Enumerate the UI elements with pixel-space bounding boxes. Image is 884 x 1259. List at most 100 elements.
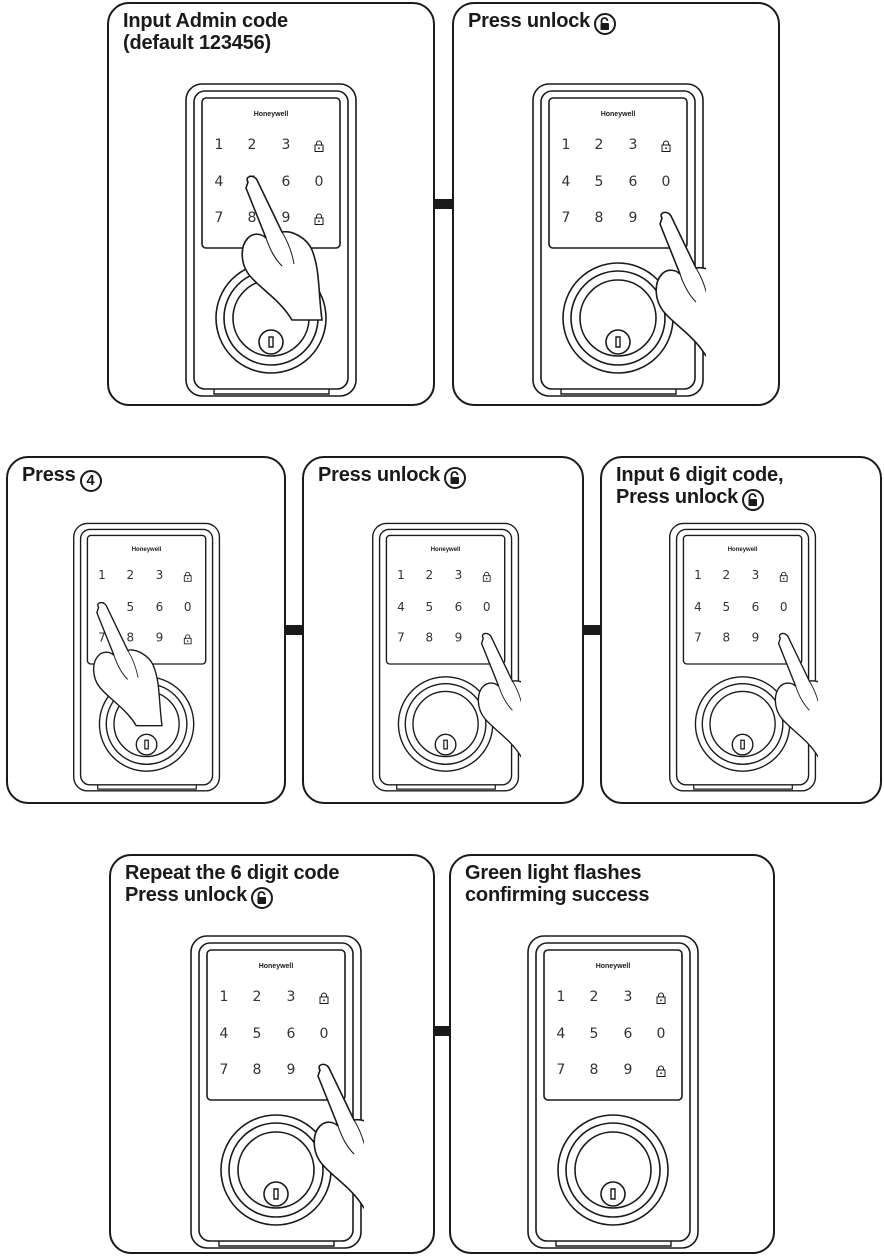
step-title: Green light flashes confirming success [465, 862, 649, 906]
keypad-digit-2: 2 [595, 137, 604, 153]
keypad-digit-3: 3 [282, 137, 291, 153]
step-title-line: Input 6 digit code, [616, 464, 784, 486]
keypad-screen [385, 534, 506, 665]
step-panel-7: Green light flashes confirming success H… [449, 854, 775, 1254]
step-title-line: Press unlock [125, 884, 248, 906]
lock-key-icon [319, 992, 329, 1004]
keypad-digit-7: 7 [694, 631, 702, 645]
keypad-screen [206, 949, 346, 1101]
keypad-digit-5: 5 [595, 174, 604, 190]
pressing-hand-illustration [655, 211, 706, 357]
step-title-line: confirming success [465, 884, 650, 906]
keypad-digit-8: 8 [126, 631, 134, 645]
keypad-digit-9: 9 [287, 1062, 296, 1078]
keypad-digit-3: 3 [156, 568, 164, 582]
keypad-digit-6: 6 [287, 1026, 296, 1042]
lock-key-icon [482, 571, 491, 582]
keypad-digit-6: 6 [624, 1026, 633, 1042]
key-4-icon: 4 [79, 470, 102, 492]
step-title: Repeat the 6 digit code Press unlock [125, 862, 340, 909]
keypad-digit-8: 8 [425, 631, 433, 645]
deadbolt-middle-ring [565, 1122, 661, 1218]
step-title-line: Press unlock [616, 486, 739, 508]
lock-key-icon [183, 634, 192, 645]
keypad-digit-1: 1 [397, 568, 405, 582]
keyhole-icon [135, 733, 158, 756]
unlock-icon [251, 887, 274, 909]
lock-base [396, 784, 496, 790]
keypad-digit-6: 6 [282, 174, 291, 190]
keypad-digit-1: 1 [562, 137, 571, 153]
lock-base [97, 784, 197, 790]
keypad-digit-7: 7 [397, 631, 405, 645]
lock-base [218, 1241, 335, 1247]
lock-key-icon [661, 140, 671, 152]
lock-base [213, 389, 330, 395]
step-panel-5: Input 6 digit code, Press unlock Honeywe… [600, 456, 882, 804]
keypad-digit-4: 4 [694, 600, 702, 614]
keypad-digit-4: 4 [397, 600, 405, 614]
deadbolt-middle-ring [228, 1122, 324, 1218]
keypad-digit-9: 9 [629, 210, 638, 226]
step-title-line: Press unlock [318, 464, 441, 486]
lock-key-icon [656, 992, 666, 1004]
keypad-digit-5: 5 [722, 600, 730, 614]
keypad-digit-2: 2 [253, 989, 262, 1005]
lock-key-icon [314, 140, 324, 152]
lock-base [693, 784, 793, 790]
keypad-digit-8: 8 [253, 1062, 262, 1078]
step-panel-1: Input Admin code (default 123456) Honeyw… [107, 2, 435, 406]
keypad-digit-7: 7 [215, 210, 224, 226]
lock-housing-inner [535, 942, 691, 1242]
keypad-digit-7: 7 [220, 1062, 229, 1078]
keypad-digit-5: 5 [425, 600, 433, 614]
keypad-digit-4: 4 [220, 1026, 229, 1042]
step-title: Input Admin code (default 123456) [123, 10, 288, 54]
keypad-digit-3: 3 [624, 989, 633, 1005]
step-title-line: Green light flashes [465, 862, 642, 884]
keypad-digit-1: 1 [557, 989, 566, 1005]
pressing-hand-illustration [313, 1063, 364, 1209]
keypad-digit-0: 0 [184, 600, 192, 614]
step-panel-6: Repeat the 6 digit code Press unlock Hon… [109, 854, 435, 1254]
lock-housing-inner [540, 90, 696, 390]
keypad-digit-6: 6 [629, 174, 638, 190]
keypad-digit-0: 0 [315, 174, 324, 190]
deadbolt-inner-ring [709, 690, 776, 758]
brand-logo: Honeywell [601, 111, 636, 118]
keypad-digit-3: 3 [287, 989, 296, 1005]
unlock-icon [444, 467, 467, 489]
keypad-digit-4: 4 [562, 174, 571, 190]
keypad-screen [543, 949, 683, 1101]
keypad-digit-3: 3 [629, 137, 638, 153]
step-title: Press unlock [318, 464, 467, 489]
brand-logo: Honeywell [728, 547, 758, 553]
step-title-line: Press unlock [468, 10, 591, 32]
lock-key-icon [183, 571, 192, 582]
keypad-digit-0: 0 [320, 1026, 329, 1042]
keypad-digit-8: 8 [248, 210, 257, 226]
lock-key-icon [314, 213, 324, 225]
pressing-hand-illustration [477, 632, 521, 758]
lock-housing-outer [372, 522, 520, 792]
brand-logo: Honeywell [254, 111, 289, 118]
keypad-digit-7: 7 [98, 631, 106, 645]
unlock-icon [742, 489, 765, 511]
keypad-digit-9: 9 [282, 210, 291, 226]
keypad-digit-0: 0 [483, 600, 491, 614]
keypad-digit-9: 9 [455, 631, 463, 645]
keypad-digit-1: 1 [220, 989, 229, 1005]
keypad-digit-8: 8 [590, 1062, 599, 1078]
keypad-digit-4: 4 [215, 174, 224, 190]
lock-housing-outer [527, 935, 699, 1249]
deadbolt-inner-ring [237, 1131, 315, 1209]
lock-housing-outer [532, 83, 704, 397]
keypad-digit-1: 1 [694, 568, 702, 582]
lock-base [555, 1241, 672, 1247]
